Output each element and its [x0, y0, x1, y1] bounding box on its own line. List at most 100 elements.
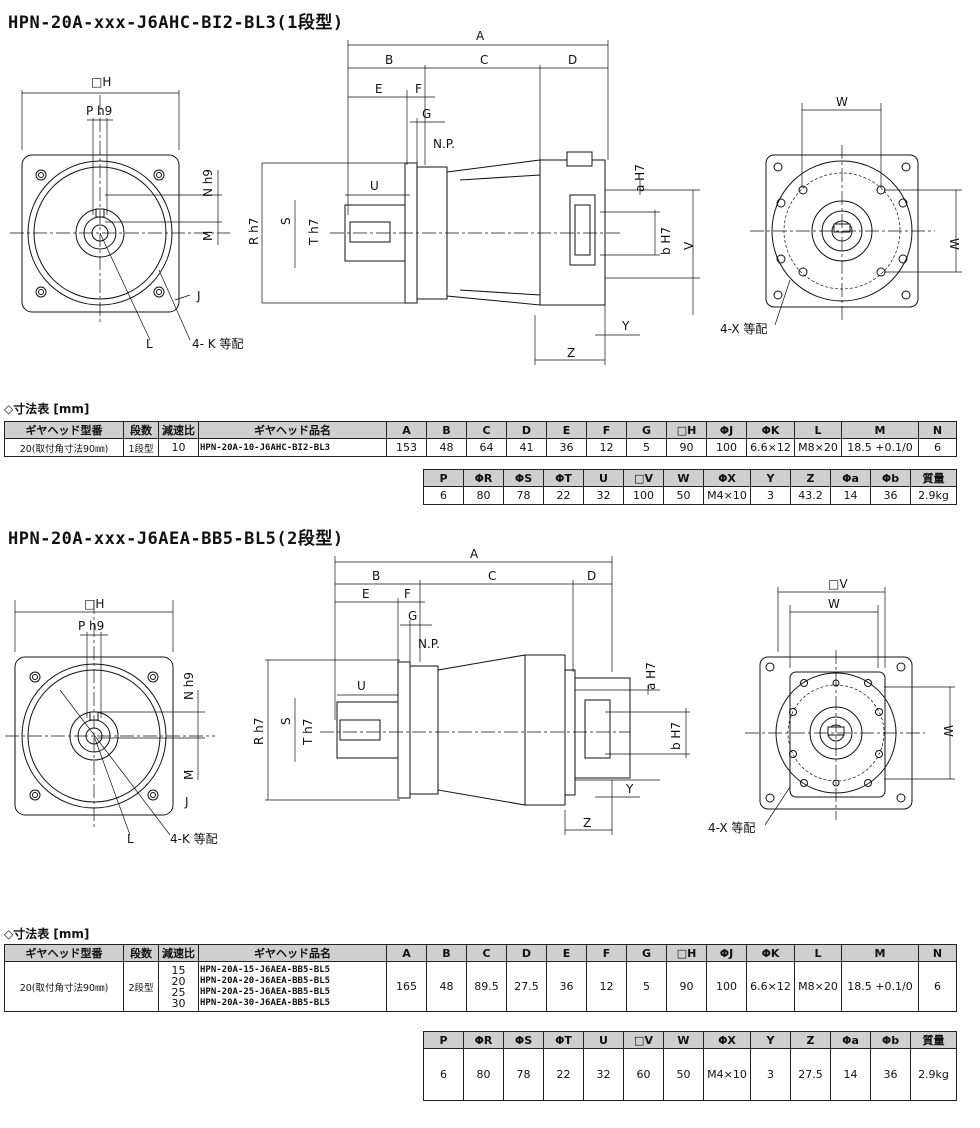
header-cell: ΦR [463, 469, 504, 487]
section1-title: HPN-20A-xxx-J6AHC-BI2-BL3(1段型) [8, 13, 344, 33]
cell-b: 36 [870, 1048, 911, 1101]
header-cell: Z [790, 1031, 831, 1049]
header-cell: ΦR [463, 1031, 504, 1049]
label-K4: 4-K 等配 [170, 832, 218, 846]
label-Wv: W [941, 725, 955, 737]
cell-S: 78 [503, 1048, 544, 1101]
cell-J: 100 [706, 438, 747, 457]
table-header-row: ギヤヘッド型番 段数 減速比 ギヤヘッド品名 A B C D E F G □H … [4, 421, 957, 439]
label-V: V [682, 241, 696, 250]
header-cell: A [386, 944, 427, 962]
section2-dimension-table-2: P ΦR ΦS ΦT U □V W ΦX Y Z Φa Φb 質量 6 80 7… [423, 1031, 957, 1101]
label-Rh7: R h7 [252, 718, 266, 745]
cell-P: 6 [423, 1048, 464, 1101]
label-Rh7: R h7 [247, 218, 261, 245]
label-G: G [408, 609, 417, 623]
cell-C: 89.5 [466, 961, 507, 1012]
cell-A: 153 [386, 438, 427, 457]
header-cell: ΦS [503, 1031, 544, 1049]
table1-caption: ◇寸法表 [mm] [4, 402, 90, 416]
ratio-30: 30 [171, 996, 186, 1010]
label-Nh9: N h9 [182, 672, 196, 700]
section2-drawing: □H P h9 N h9 M J L 4-K 等配 A B C D E F G … [5, 547, 955, 846]
label-S: S [279, 217, 293, 225]
cell-F: 12 [586, 961, 627, 1012]
model-15: HPN-20A-15-J6AEA-BB5-BL5 [200, 964, 331, 975]
header-cell: C [466, 944, 507, 962]
cell-X: M4×10 [703, 1048, 751, 1101]
label-Y: Y [625, 782, 634, 796]
label-B: B [372, 569, 380, 583]
label-L: L [146, 337, 153, 351]
table-row: 20(取付角寸法90㎜) 1段型 10 HPN-20A-10-J6AHC-BI2… [4, 438, 957, 457]
cell-H: 90 [666, 961, 707, 1012]
cell-E: 36 [546, 961, 587, 1012]
header-cell: M [841, 944, 919, 962]
cell-mass: 2.9kg [910, 1048, 957, 1101]
label-B: B [385, 53, 393, 67]
label-C: C [488, 569, 496, 583]
header-cell: ΦJ [706, 421, 747, 439]
label-F: F [404, 587, 411, 601]
table-header-row: P ΦR ΦS ΦT U □V W ΦX Y Z Φa Φb 質量 [423, 1031, 957, 1049]
header-cell: N [918, 944, 957, 962]
header-cell: ΦK [746, 421, 795, 439]
header-cell: Z [790, 469, 831, 487]
label-M: M [201, 231, 215, 241]
label-W: W [828, 597, 840, 611]
header-cell: ギヤヘッド品名 [198, 944, 387, 962]
cell-R: 80 [463, 1048, 504, 1101]
header-cell: Φb [870, 469, 911, 487]
header-cell: □H [666, 944, 707, 962]
header-cell: 質量 [910, 1031, 957, 1049]
label-J: J [184, 795, 189, 809]
cell-ratio: 10 [158, 438, 199, 457]
header-cell: E [546, 944, 587, 962]
cell-ratios: 15 20 25 30 [158, 961, 199, 1012]
cell-mass: 2.9kg [910, 486, 957, 505]
header-cell: L [794, 421, 842, 439]
cell-U: 32 [583, 1048, 624, 1101]
header-cell: ΦJ [706, 944, 747, 962]
label-D: D [568, 53, 577, 67]
label-W: W [836, 95, 848, 109]
model-30: HPN-20A-30-J6AEA-BB5-BL5 [200, 997, 331, 1008]
cell-size: 20(取付角寸法90㎜) [4, 961, 124, 1012]
header-cell: C [466, 421, 507, 439]
cell-D: 41 [506, 438, 547, 457]
label-Nh9: N h9 [201, 169, 215, 197]
label-NP: N.P. [433, 137, 455, 151]
cell-Y: 3 [750, 1048, 791, 1101]
label-bH7: b H7 [659, 227, 673, 255]
cell-L: M8×20 [794, 961, 842, 1012]
cell-E: 36 [546, 438, 587, 457]
section2-title: HPN-20A-xxx-J6AEA-BB5-BL5(2段型) [8, 529, 344, 549]
cell-N: 6 [918, 961, 957, 1012]
section2-dimension-table-1: ギヤヘッド型番 段数 減速比 ギヤヘッド品名 A B C D E F G □H … [4, 944, 957, 1012]
cell-N: 6 [918, 438, 957, 457]
section1-dimension-table-1: ギヤヘッド型番 段数 減速比 ギヤヘッド品名 A B C D E F G □H … [4, 421, 957, 457]
cell-A: 165 [386, 961, 427, 1012]
header-cell: B [426, 944, 467, 962]
label-M: M [182, 770, 196, 780]
label-A: A [470, 547, 479, 561]
header-cell: ΦX [703, 1031, 751, 1049]
label-L: L [127, 832, 134, 846]
label-Y: Y [621, 319, 630, 333]
model-20: HPN-20A-20-J6AEA-BB5-BL5 [200, 975, 331, 986]
label-S: S [279, 717, 293, 725]
table-row: 6 80 78 22 32 100 50 M4×10 3 43.2 14 36 … [423, 486, 957, 505]
header-cell: 段数 [123, 944, 159, 962]
ratio-25: 25 [171, 985, 186, 999]
header-cell: Φa [830, 1031, 871, 1049]
cell-stages: 2段型 [123, 961, 159, 1012]
table3-caption: ◇寸法表 [mm] [4, 927, 90, 941]
label-bH7: b H7 [669, 722, 683, 750]
ratio-15: 15 [171, 963, 186, 977]
label-U: U [370, 179, 379, 193]
label-aH7: a H7 [633, 164, 647, 192]
label-Z: Z [567, 346, 575, 360]
ratio-20: 20 [171, 974, 186, 988]
cell-models: HPN-20A-15-J6AEA-BB5-BL5 HPN-20A-20-J6AE… [198, 961, 387, 1012]
header-cell: ΦT [543, 1031, 584, 1049]
